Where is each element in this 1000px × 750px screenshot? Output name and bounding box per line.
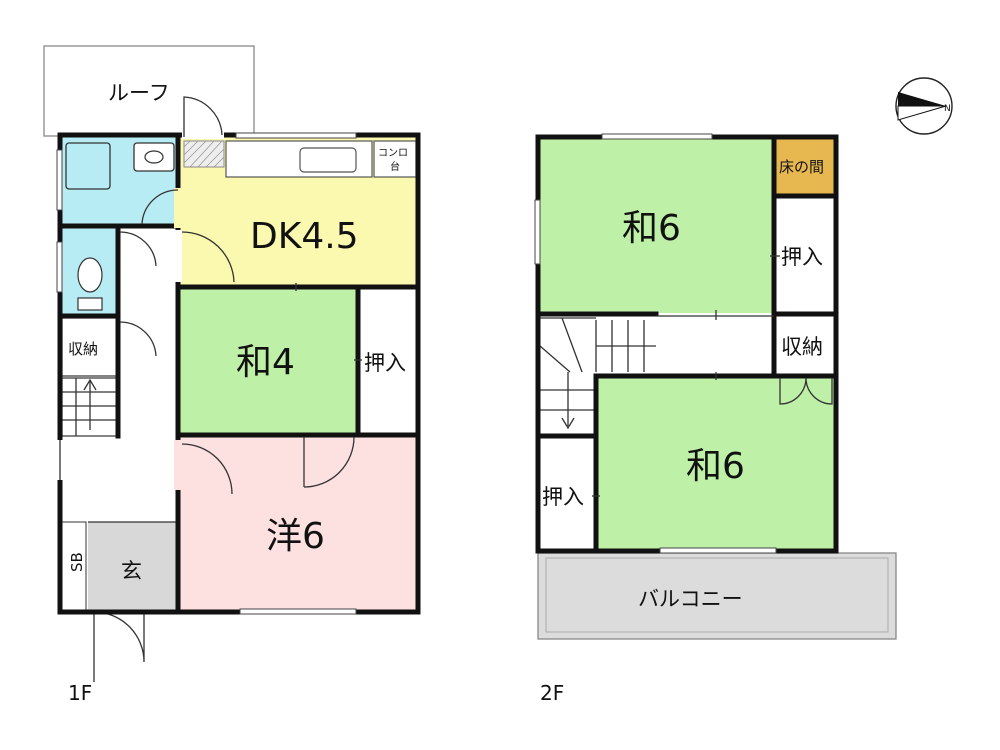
oshiire-1f [358, 287, 418, 435]
washitsu-6-north-label: 和6 [622, 208, 681, 249]
storage-2f-label: 収納 [781, 335, 823, 359]
stove-label-line2: 台 [390, 160, 400, 173]
storage-2f [776, 315, 834, 375]
tokonoma-label: 床の間 [779, 158, 824, 176]
washitsu-6-south [596, 375, 834, 551]
compass-n-label: N [944, 104, 951, 114]
window-yoshitsu-bottom [239, 608, 357, 615]
storage-1f [61, 317, 119, 377]
toilet-tank-icon [77, 297, 103, 311]
storage-1f-label: 収納 [68, 340, 98, 358]
yoshitsu-door-swing [181, 443, 233, 495]
stove-label-line1: コンロ [378, 148, 408, 159]
storage-2f-door-right [805, 377, 833, 405]
oshiire-2f-north-label: 押入 [781, 245, 823, 269]
yoshitsu-closet-door [303, 436, 355, 488]
yoshitsu-6-room [180, 435, 418, 613]
floor-label-1f: 1F [68, 681, 92, 705]
washitsu-4-label: 和4 [236, 342, 295, 383]
second-floor: バルコニー [534, 133, 897, 705]
storage-2f-door-left [779, 377, 807, 405]
toilet-door-swing [119, 231, 157, 267]
oshiire-2f-south-label: 押入 [542, 485, 584, 509]
first-floor: ルーフ コンロ 台 [43, 45, 421, 705]
dk-door-swing [183, 96, 223, 137]
genkan-label: 玄 [121, 559, 142, 583]
shoebox-area [61, 521, 87, 613]
window-2f-west [534, 199, 541, 265]
genkan-area [88, 522, 178, 612]
stairs-2f [539, 317, 656, 430]
tokonoma-area [776, 137, 834, 195]
refrigerator-hatch [183, 140, 225, 168]
window-toilet-left [56, 241, 63, 293]
stove-stand [373, 140, 417, 178]
compass-icon: N [895, 77, 953, 135]
balcony-area [537, 552, 897, 640]
refrigerator-space [183, 140, 225, 168]
entrance-door-swing [93, 611, 145, 682]
dk-label: DK4.5 [250, 216, 359, 257]
oshiire-2f-south [538, 437, 596, 551]
roof-label: ルーフ [108, 81, 170, 105]
stairs-1f [61, 377, 119, 437]
floor-label-2f: 2F [540, 681, 564, 705]
washitsu-4-room [180, 287, 358, 435]
toilet-bowl-icon [77, 257, 103, 293]
window-bath-left [56, 149, 63, 211]
balcony-label: バルコニー [638, 587, 743, 611]
shoebox-label: SB [68, 552, 86, 572]
window-2f-north [601, 133, 713, 140]
storage-door-swing [119, 321, 157, 357]
bath-door-swing [141, 189, 179, 225]
window-2f-south [659, 547, 777, 554]
oshiire-2f-north [776, 197, 834, 313]
dk-inner-door [181, 231, 235, 283]
window-dk-top [235, 132, 357, 139]
sink-icon [299, 147, 357, 173]
washitsu-6-north [538, 137, 774, 313]
bathtub-icon [65, 142, 111, 190]
oshiire-1f-label: 押入 [364, 351, 406, 375]
yoshitsu-6-label: 洋6 [266, 516, 325, 557]
basin-bowl-icon [144, 150, 164, 164]
washitsu-6-south-label: 和6 [686, 446, 745, 487]
